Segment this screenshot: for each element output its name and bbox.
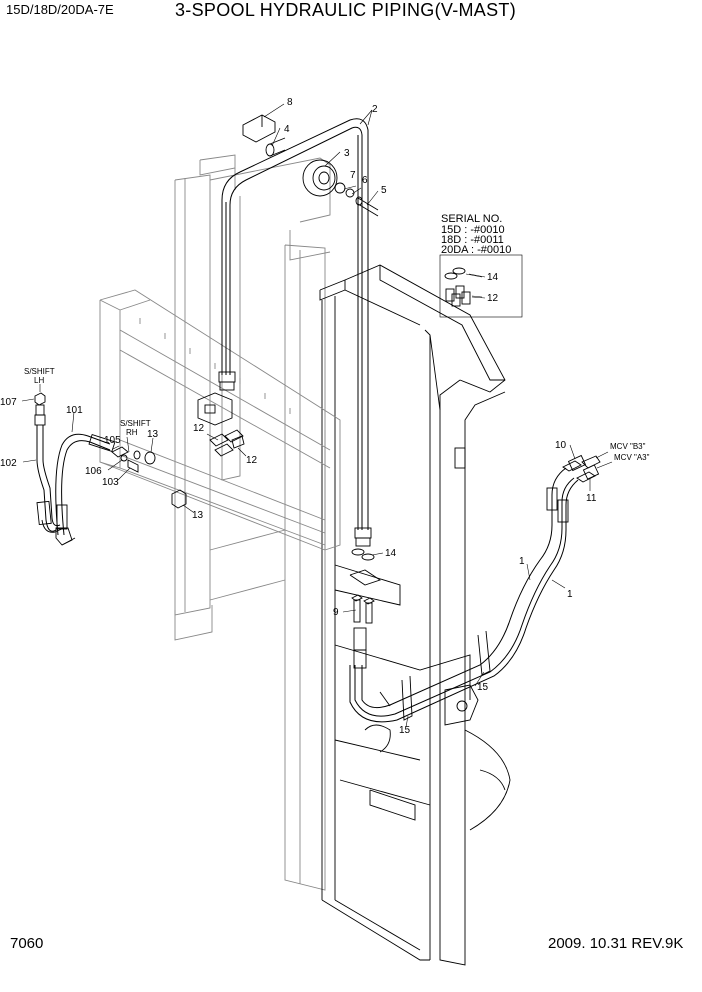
callout-12-inset: 12 [487, 293, 499, 304]
callout-13-lower: 13 [192, 510, 204, 521]
callout-2: 2 [372, 104, 378, 115]
callout-4: 4 [284, 124, 290, 135]
side-shift-fittings [111, 392, 245, 509]
lower-hose-routing [349, 454, 601, 723]
serial-line-15d: 15D : -#0010 [441, 224, 505, 236]
callout-105: 105 [104, 435, 121, 446]
callout-7: 7 [350, 170, 356, 181]
page-number: 7060 [10, 935, 44, 952]
callout-106: 106 [85, 466, 102, 477]
callout-3: 3 [344, 148, 350, 159]
carriage-frame [99, 289, 341, 551]
leader-lines [21, 103, 613, 728]
model-code: 15D/18D/20DA-7E [6, 2, 114, 17]
mcv-b3-label: MCV "B3" [610, 442, 646, 451]
mast-structure [174, 154, 331, 891]
callout-14: 14 [385, 548, 397, 559]
date-revision: 2009. 10.31 REV.9K [548, 935, 684, 952]
callout-15-right: 15 [477, 682, 489, 693]
callout-12-right: 12 [246, 455, 258, 466]
serial-note-inset [439, 254, 523, 318]
sshift-rh-side: RH [126, 428, 138, 437]
callout-101: 101 [66, 405, 83, 416]
callout-8: 8 [287, 97, 293, 108]
callout-103: 103 [102, 477, 119, 488]
note-labels: SERIAL NO. 15D : -#0010 18D : -#0011 20D… [24, 213, 650, 462]
inner-mast [319, 264, 511, 966]
sshift-lh-side: LH [34, 376, 44, 385]
callout-13-upper: 13 [147, 429, 159, 440]
callout-107: 107 [0, 397, 17, 408]
callout-6: 6 [362, 175, 368, 186]
callout-9: 9 [333, 607, 339, 618]
serial-line-20da: 20DA : -#0010 [441, 244, 511, 256]
side-shift-hoses [34, 392, 116, 546]
sshift-rh-label: S/SHIFT [120, 419, 151, 428]
page-title: 3-SPOOL HYDRAULIC PIPING(V-MAST) [175, 0, 516, 20]
callout-10: 10 [555, 440, 567, 451]
callout-12-left: 12 [193, 423, 205, 434]
callout-1-upper: 1 [519, 556, 525, 567]
callout-labels: 8 2 4 3 7 6 5 14 12 14 9 1 1 10 11 15 15… [0, 97, 597, 736]
sshift-lh-label: S/SHIFT [24, 367, 55, 376]
callout-11: 11 [586, 493, 597, 504]
callout-102: 102 [0, 458, 17, 469]
top-pulley-assembly [218, 114, 379, 547]
mcv-a3-label: MCV "A3" [614, 453, 650, 462]
callout-14-inset: 14 [487, 272, 499, 283]
callout-1-lower: 1 [567, 589, 573, 600]
callout-5: 5 [381, 185, 387, 196]
serial-line-18d: 18D : -#0011 [441, 234, 504, 246]
callout-15-left: 15 [399, 725, 411, 736]
serial-title: SERIAL NO. [441, 213, 502, 225]
